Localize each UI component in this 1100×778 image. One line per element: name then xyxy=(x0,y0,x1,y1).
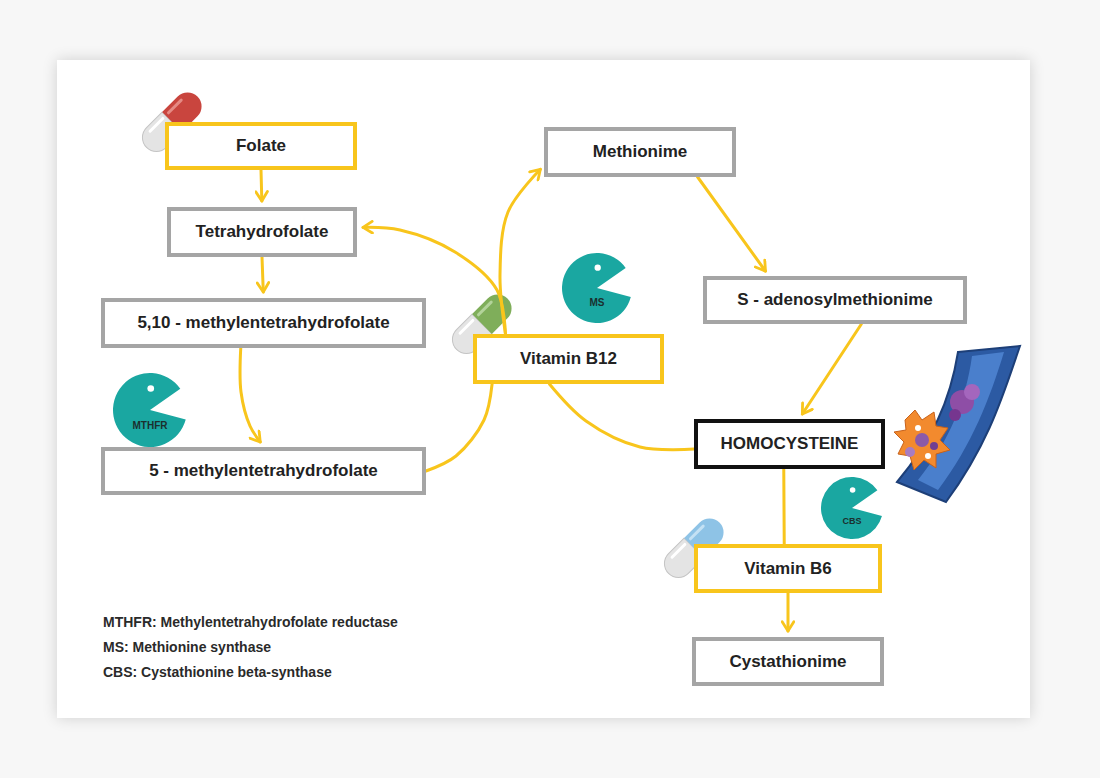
enzyme-label: MS xyxy=(590,297,605,308)
flow-arrow xyxy=(500,169,540,334)
box-text: HOMOCYSTEINE xyxy=(721,434,859,454)
box-text: Vitamin B6 xyxy=(744,559,832,579)
blood-vessel xyxy=(894,346,1020,502)
pacman-shape xyxy=(113,373,187,447)
nutrient-box: Vitamin B12 xyxy=(473,334,664,384)
box-text: Cystathionime xyxy=(729,652,846,672)
pacman-shape xyxy=(562,253,632,323)
box-text: 5 - methylentetrahydrofolate xyxy=(149,461,378,481)
box-text: Vitamin B12 xyxy=(520,349,617,369)
flow-arrow xyxy=(787,593,790,631)
flow-arrow xyxy=(262,257,263,292)
metabolite-box: Tetrahydrofolate xyxy=(167,207,357,257)
enzyme-label: MTHFR xyxy=(133,420,168,431)
metabolite-box: 5 - methylentetrahydrofolate xyxy=(101,447,426,495)
plaque xyxy=(894,384,980,470)
flow-arrow xyxy=(260,170,264,201)
legend-note: MTHFR: Methylentetrahydrofolate reductas… xyxy=(103,614,398,630)
legend-note: MS: Methionine synthase xyxy=(103,639,271,655)
nutrient-box: Vitamin B6 xyxy=(694,544,882,593)
highlight-box: HOMOCYSTEINE xyxy=(694,419,885,469)
enzyme-icon: MTHFR xyxy=(113,373,187,447)
metabolite-box: Cystathionime xyxy=(692,637,884,686)
nutrient-box: Folate xyxy=(165,122,357,170)
metabolite-box: 5,10 - methylentetrahydrofolate xyxy=(101,298,426,348)
metabolite-box: Methionime xyxy=(544,127,736,177)
flow-arrow xyxy=(240,348,260,442)
enzyme-icon: MS xyxy=(562,253,632,323)
flow-arrow xyxy=(802,324,861,414)
pacman-shape xyxy=(821,477,883,539)
legend-note: CBS: Cystathionine beta-synthase xyxy=(103,664,332,680)
box-text: Tetrahydrofolate xyxy=(196,222,329,242)
box-text: S - adenosylmethionime xyxy=(737,290,933,310)
metabolite-box: S - adenosylmethionime xyxy=(703,276,967,324)
box-text: 5,10 - methylentetrahydrofolate xyxy=(137,313,389,333)
flow-arrow xyxy=(782,469,785,544)
box-text: Folate xyxy=(236,136,286,156)
flow-arrow xyxy=(426,384,492,471)
enzyme-label: CBS xyxy=(842,516,861,526)
box-text: Methionime xyxy=(593,142,687,162)
enzyme-icon: CBS xyxy=(821,477,883,539)
flow-arrow xyxy=(698,177,766,271)
flow-arrow xyxy=(549,384,694,450)
